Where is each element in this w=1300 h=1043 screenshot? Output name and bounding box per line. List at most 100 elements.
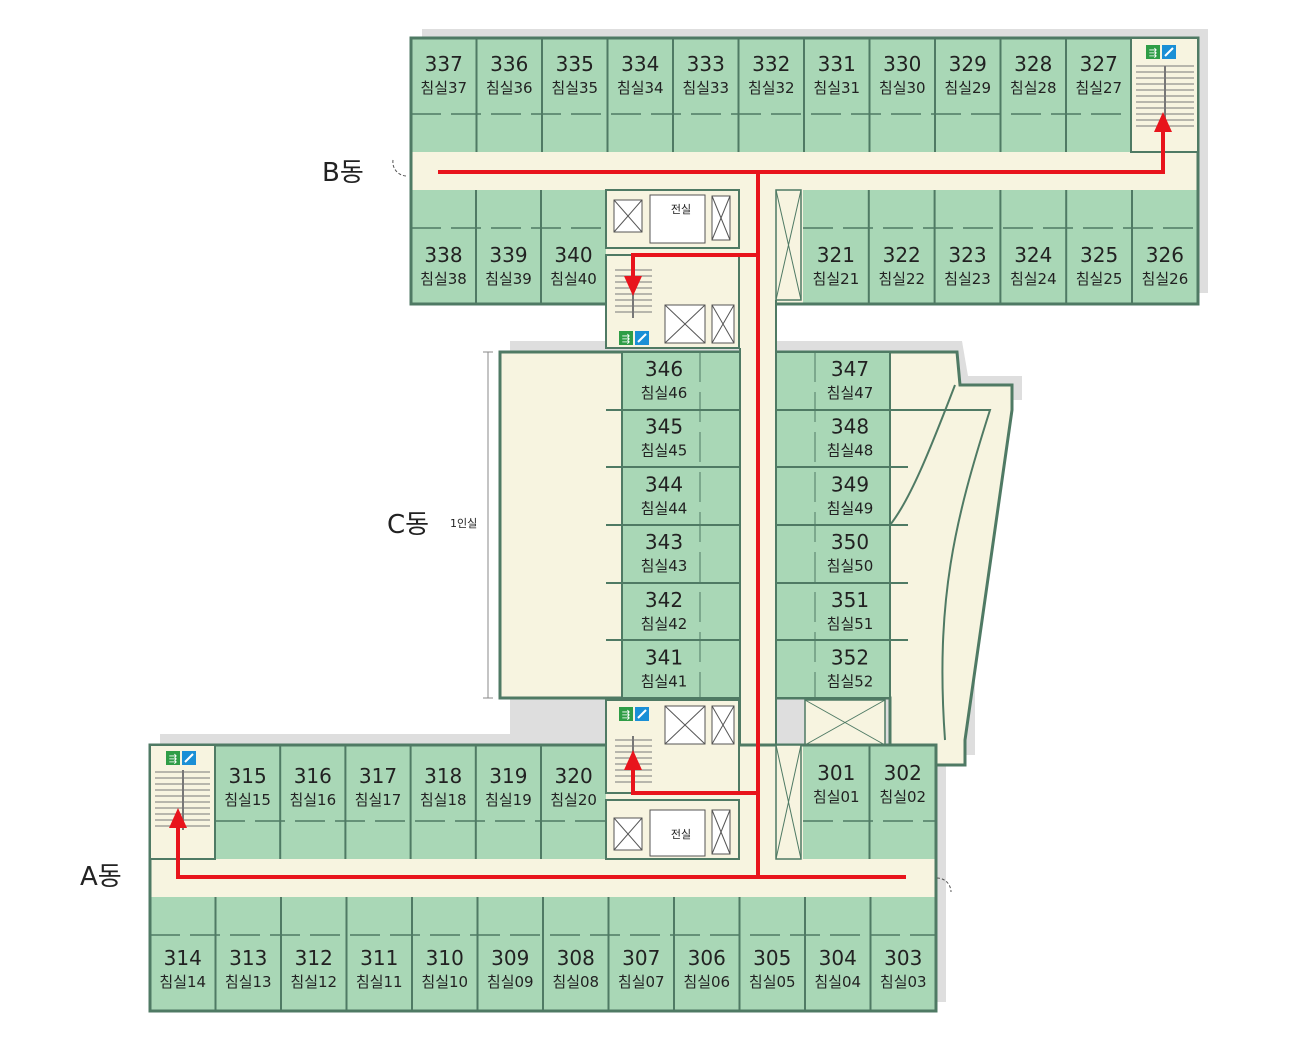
utility-label-b: 전실 <box>671 203 691 216</box>
room-332: 332 침실32 <box>737 38 795 152</box>
room-name: 침실33 <box>682 79 729 97</box>
room-number: 333 <box>687 52 725 76</box>
room-327: 327 침실27 <box>1065 38 1122 152</box>
room-name: 침실52 <box>827 673 874 691</box>
exit-sign-icon: ⇶ <box>166 751 180 765</box>
room-number: 313 <box>229 946 267 970</box>
room-321: 321 침실21 <box>813 243 860 288</box>
room-number: 310 <box>426 946 464 970</box>
room-number: 307 <box>622 946 660 970</box>
room-number: 323 <box>948 243 986 267</box>
room-name: 침실38 <box>420 270 467 288</box>
wing-label-c: C동 <box>387 510 429 540</box>
room-name: 침실23 <box>944 270 991 288</box>
room-name: 침실36 <box>486 79 533 97</box>
room-number: 304 <box>819 946 857 970</box>
room-name: 침실34 <box>617 79 664 97</box>
room-name: 침실16 <box>289 791 336 809</box>
room-number: 337 <box>425 52 463 76</box>
room-306: 306 침실06 <box>673 897 730 1011</box>
room-310: 310 침실10 <box>411 897 468 1011</box>
room-name: 침실27 <box>1075 79 1122 97</box>
room-number: 321 <box>817 243 855 267</box>
room-name: 침실22 <box>878 270 925 288</box>
room-number: 309 <box>491 946 529 970</box>
room-number: 306 <box>688 946 726 970</box>
room-name: 침실09 <box>487 973 534 991</box>
room-number: 344 <box>645 472 683 496</box>
fire-extinguisher-icon <box>1162 45 1176 59</box>
room-name: 침실47 <box>827 384 874 402</box>
room-name: 침실20 <box>550 791 597 809</box>
room-334: 334 침실34 <box>606 38 664 152</box>
wing-label-a: A동 <box>80 862 122 892</box>
room-number: 311 <box>360 946 398 970</box>
room-313: 313 침실13 <box>214 897 272 1011</box>
room-name: 침실03 <box>880 973 927 991</box>
utility-label-a: 전실 <box>671 828 691 841</box>
room-name: 침실10 <box>421 973 468 991</box>
room-name: 침실21 <box>813 270 860 288</box>
room-number: 308 <box>557 946 595 970</box>
room-name: 침실37 <box>420 79 467 97</box>
room-309: 309 침실09 <box>476 897 534 1011</box>
exit-sign-icon: ⇶ <box>1146 45 1160 59</box>
room-number: 343 <box>645 530 683 554</box>
room-name: 침실13 <box>225 973 272 991</box>
room-name: 침실32 <box>748 79 795 97</box>
fire-extinguisher-icon <box>635 331 649 345</box>
evacuation-arrow-icon <box>169 112 1172 828</box>
room-name: 침실40 <box>550 270 597 288</box>
room-number: 327 <box>1080 52 1118 76</box>
room-number: 301 <box>817 761 855 785</box>
room-name: 침실48 <box>827 442 874 460</box>
room-number: 330 <box>883 52 921 76</box>
room-number: 305 <box>753 946 791 970</box>
room-333: 333 침실33 <box>672 38 729 152</box>
room-number: 312 <box>295 946 333 970</box>
room-name: 침실30 <box>879 79 926 97</box>
room-number: 351 <box>831 588 869 612</box>
room-name: 침실01 <box>813 788 860 806</box>
room-number: 334 <box>621 52 659 76</box>
room-number: 302 <box>884 761 922 785</box>
room-name: 침실42 <box>641 615 688 633</box>
evacuation-route <box>176 122 1165 879</box>
room-number: 314 <box>164 946 202 970</box>
room-number: 340 <box>554 243 592 267</box>
room-name: 침실06 <box>683 973 730 991</box>
exit-sign-icon: ⇶ <box>619 331 633 345</box>
room-name: 침실45 <box>641 442 688 460</box>
room-number: 332 <box>752 52 790 76</box>
room-name: 침실44 <box>641 499 688 517</box>
room-name: 침실17 <box>355 791 402 809</box>
room-cells: 337침실37336침실36335침실35334침실34333침실33332침실… <box>159 38 1188 1011</box>
exit-sign-icon: ⇶ <box>619 707 633 721</box>
room-number: 331 <box>818 52 856 76</box>
room-301: 301 침실01 <box>813 761 860 806</box>
room-number: 341 <box>645 646 683 670</box>
room-number: 324 <box>1014 243 1052 267</box>
fire-extinguisher-icon <box>635 707 649 721</box>
